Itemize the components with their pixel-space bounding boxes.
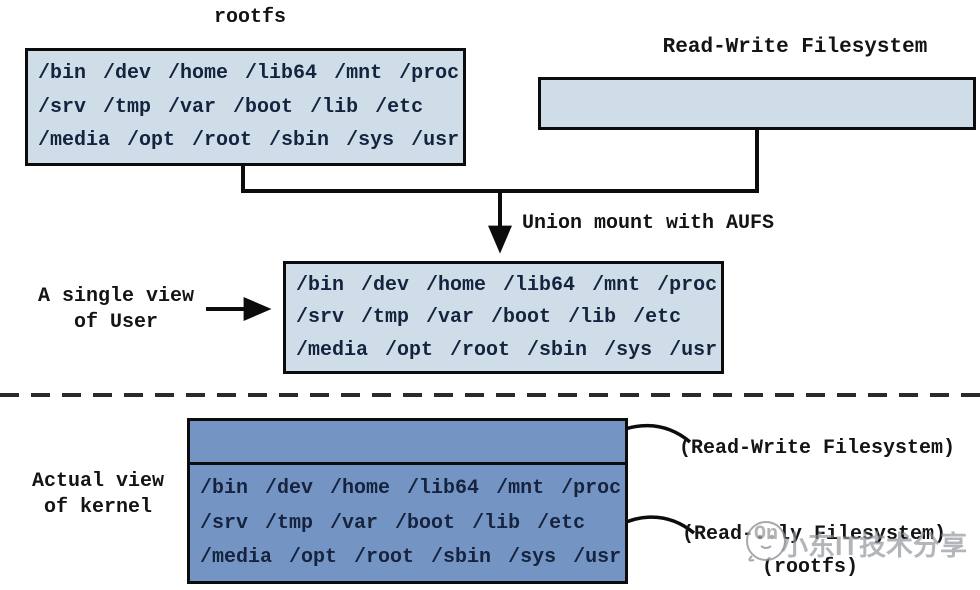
rw-filesystem-title: Read-Write Filesystem bbox=[662, 36, 928, 59]
dir-entry: /srv bbox=[296, 306, 345, 329]
dir-row: /bin/dev/home/lib64/mnt/proc bbox=[296, 273, 717, 297]
kernel-view-label-line2: of kernel bbox=[43, 496, 153, 519]
dir-entry: /boot bbox=[395, 511, 456, 535]
dir-entry: /home bbox=[168, 61, 229, 85]
dir-entry: /lib bbox=[472, 511, 521, 535]
dir-entry: /tmp bbox=[361, 306, 410, 329]
dir-entry: /proc bbox=[657, 273, 718, 297]
dir-entry: /media bbox=[200, 546, 273, 570]
dir-entry: /var bbox=[330, 511, 379, 535]
dir-entry: /lib bbox=[310, 95, 359, 119]
dir-entry: /opt bbox=[289, 546, 338, 570]
ro-layer-annotation-sub: (rootfs) bbox=[761, 556, 858, 579]
dir-entry: /opt bbox=[385, 338, 434, 362]
dir-entry: /lib64 bbox=[407, 476, 480, 500]
dir-entry: /proc bbox=[399, 61, 460, 85]
watermark-text: 小东IT技术分享 bbox=[781, 531, 967, 561]
dir-entry: /home bbox=[330, 476, 391, 500]
dir-entry: /media bbox=[296, 338, 369, 362]
dir-entry: /lib64 bbox=[245, 61, 318, 85]
user-view-label-line1: A single view bbox=[37, 285, 195, 308]
user-view-label: A single view of User bbox=[25, 284, 207, 336]
union-view-box: /bin/dev/home/lib64/mnt/proc /srv/tmp/va… bbox=[283, 261, 724, 374]
kernel-view-label: Actual view of kernel bbox=[18, 469, 178, 521]
dir-entry: /srv bbox=[38, 95, 87, 119]
dir-row: /srv/tmp/var/boot/lib/etc bbox=[38, 96, 453, 119]
rootfs-title: rootfs bbox=[213, 6, 286, 29]
dir-row: /media/opt/root/sbin/sys/usr bbox=[296, 338, 717, 362]
dir-entry: /sys bbox=[508, 546, 557, 570]
dir-row: /media/opt/root/sbin/sys/usr bbox=[200, 546, 621, 570]
dir-row: /media/opt/root/sbin/sys/usr bbox=[38, 129, 459, 153]
dir-entry: /dev bbox=[103, 61, 152, 85]
dir-entry: /usr bbox=[669, 338, 718, 362]
dir-entry: /boot bbox=[491, 306, 552, 329]
dir-entry: /tmp bbox=[103, 95, 152, 119]
dir-entry: /etc bbox=[633, 306, 682, 329]
dir-entry: /bin bbox=[200, 476, 249, 500]
dir-entry: /sbin bbox=[269, 129, 330, 153]
dir-entry: /var bbox=[426, 306, 475, 329]
dir-entry: /dev bbox=[265, 476, 314, 500]
rw-layer-annotation: (Read-Write Filesystem) bbox=[679, 437, 956, 460]
dir-row: /srv/tmp/var/boot/lib/etc bbox=[200, 512, 615, 535]
rw-filesystem-box bbox=[538, 77, 976, 130]
dir-entry: /var bbox=[168, 95, 217, 119]
dir-entry: /mnt bbox=[592, 273, 641, 297]
dir-entry: /mnt bbox=[334, 61, 383, 85]
kernel-rw-layer-band bbox=[190, 421, 625, 465]
dir-entry: /usr bbox=[411, 129, 460, 153]
dir-entry: /lib bbox=[568, 306, 617, 329]
rootfs-dir-rows: /bin/dev/home/lib64/mnt/proc /srv/tmp/va… bbox=[28, 51, 463, 163]
dir-entry: /bin bbox=[296, 273, 345, 297]
dir-entry: /srv bbox=[200, 511, 249, 535]
rootfs-box: /bin/dev/home/lib64/mnt/proc /srv/tmp/va… bbox=[25, 48, 466, 166]
dir-entry: /tmp bbox=[265, 511, 314, 535]
dir-entry: /lib64 bbox=[503, 273, 576, 297]
dir-entry: /mnt bbox=[496, 476, 545, 500]
dir-row: /bin/dev/home/lib64/mnt/proc bbox=[200, 476, 621, 500]
dir-entry: /bin bbox=[38, 61, 87, 85]
dir-entry: /sys bbox=[346, 129, 395, 153]
dir-entry: /sys bbox=[604, 338, 653, 362]
dir-row: /bin/dev/home/lib64/mnt/proc bbox=[38, 61, 459, 85]
dir-entry: /root bbox=[354, 546, 415, 570]
dir-entry: /sbin bbox=[431, 546, 492, 570]
dir-entry: /sbin bbox=[527, 338, 588, 362]
kernel-view-label-line1: Actual view bbox=[31, 470, 165, 493]
dir-entry: /dev bbox=[361, 273, 410, 297]
dir-entry: /proc bbox=[561, 476, 622, 500]
dir-entry: /usr bbox=[573, 546, 622, 570]
dir-entry: /home bbox=[426, 273, 487, 297]
dir-entry: /boot bbox=[233, 95, 294, 119]
dir-entry: /root bbox=[192, 129, 253, 153]
union-dir-rows: /bin/dev/home/lib64/mnt/proc /srv/tmp/va… bbox=[286, 264, 721, 371]
dir-entry: /root bbox=[450, 338, 511, 362]
dir-row: /srv/tmp/var/boot/lib/etc bbox=[296, 306, 711, 329]
kernel-dir-rows: /bin/dev/home/lib64/mnt/proc /srv/tmp/va… bbox=[190, 465, 625, 581]
dir-entry: /opt bbox=[127, 129, 176, 153]
dir-entry: /etc bbox=[537, 511, 586, 535]
dir-entry: /etc bbox=[375, 95, 424, 119]
union-mount-label: Union mount with AUFS bbox=[522, 212, 775, 235]
user-view-label-line2: of User bbox=[73, 311, 158, 334]
dir-entry: /media bbox=[38, 129, 111, 153]
kernel-view-box: /bin/dev/home/lib64/mnt/proc /srv/tmp/va… bbox=[187, 418, 628, 584]
